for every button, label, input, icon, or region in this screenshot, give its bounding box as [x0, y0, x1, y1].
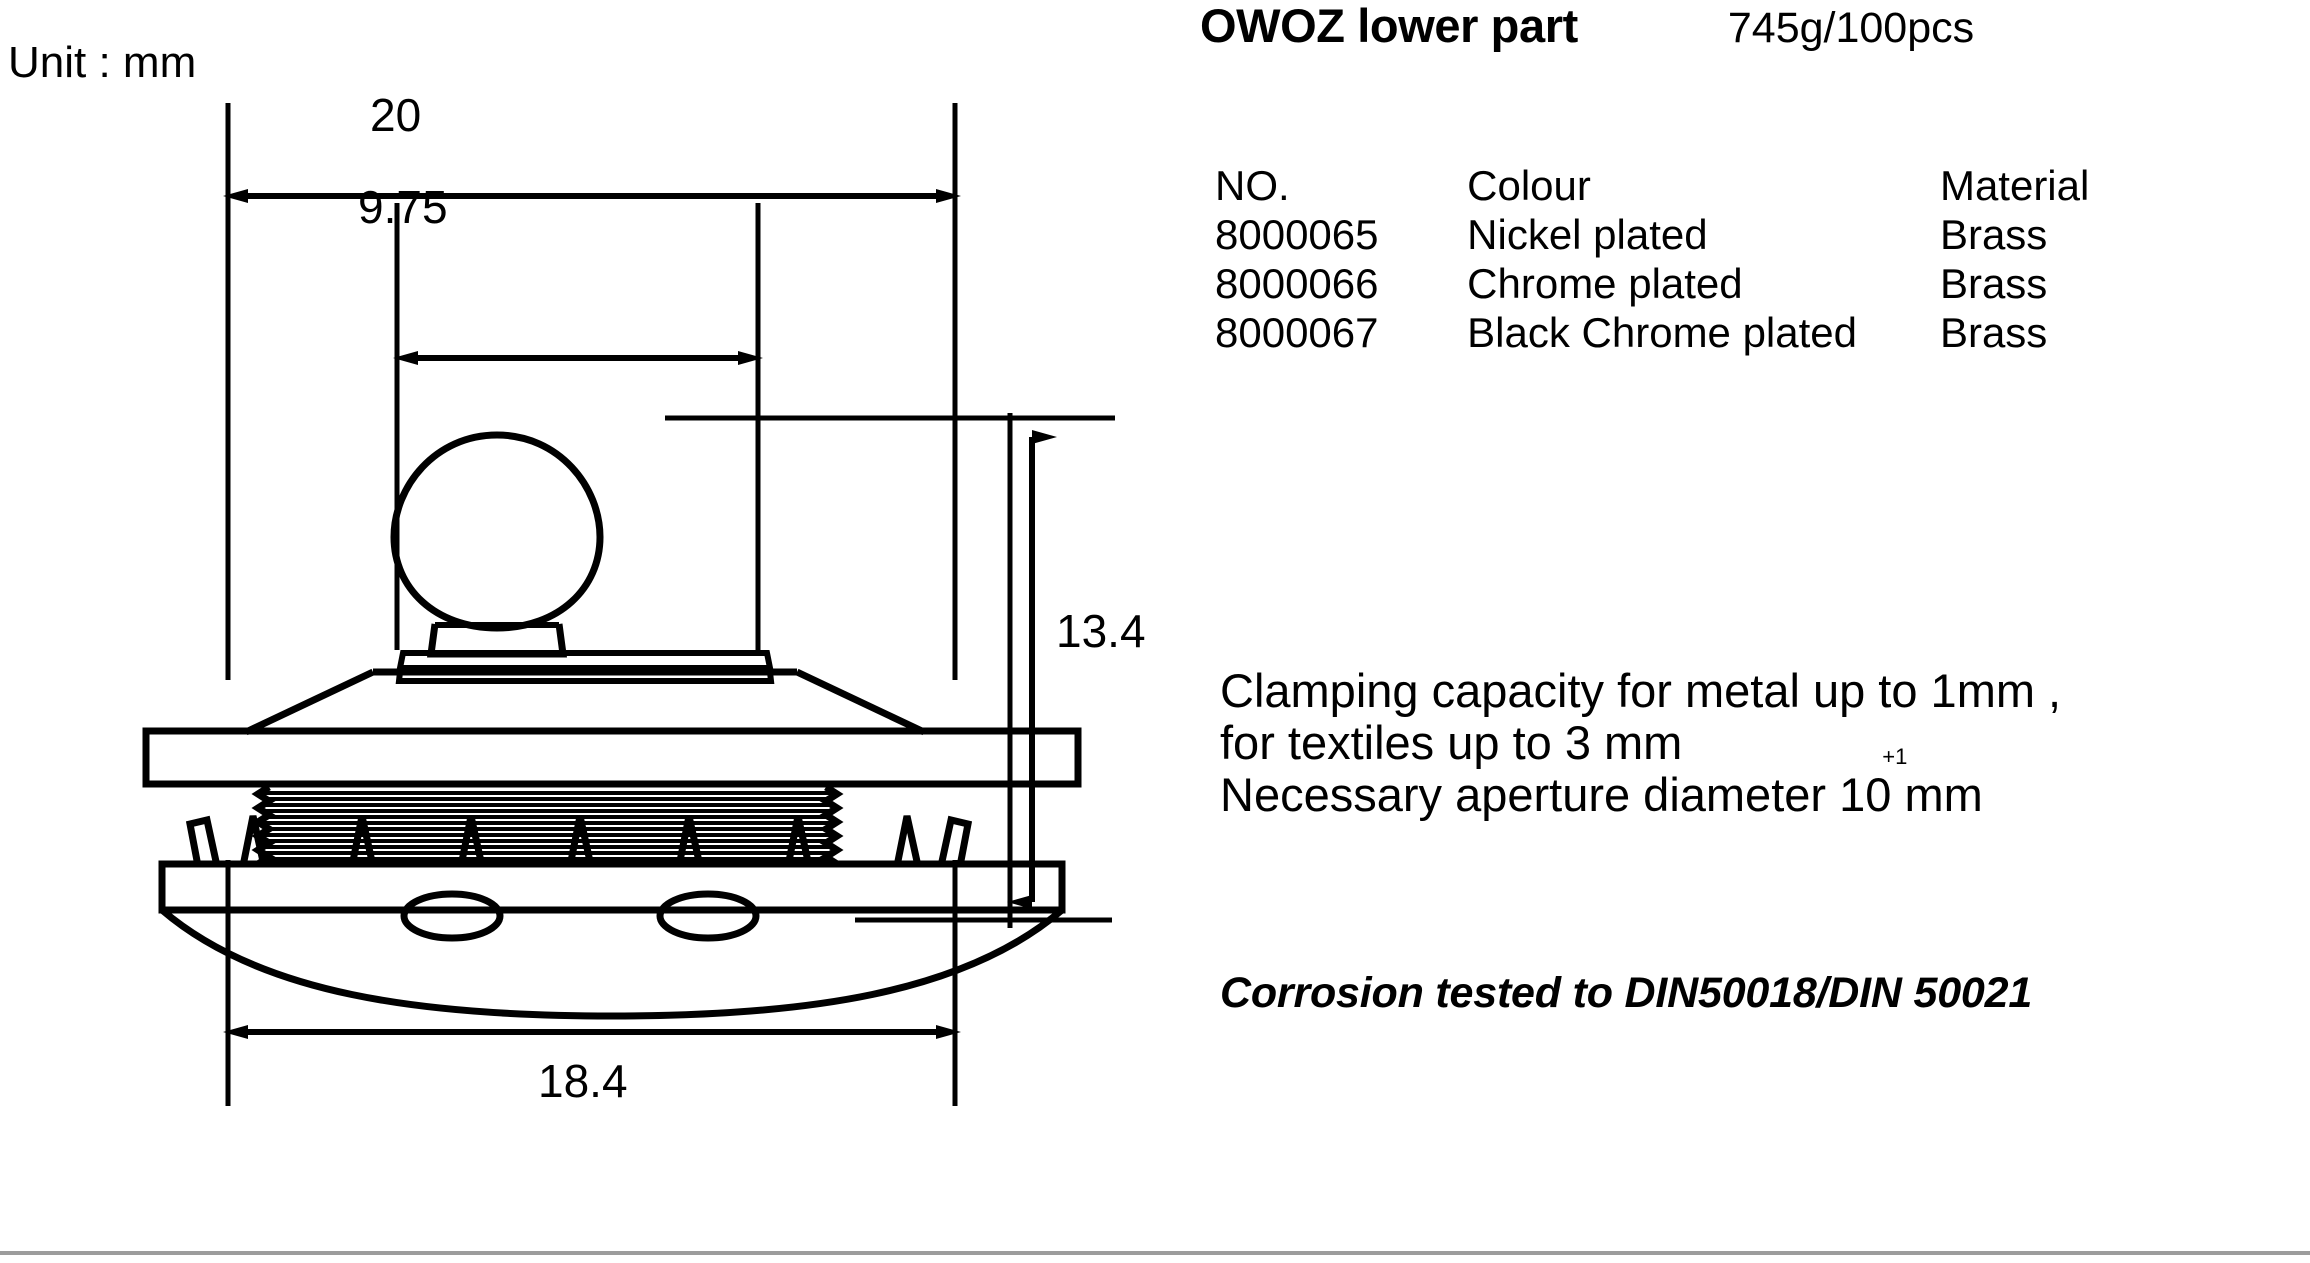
cell-no: 8000067 [1215, 309, 1379, 356]
table-header-row: NO. Colour Material [1215, 165, 2245, 214]
part-cross-section-drawing [142, 103, 1115, 1106]
cell-material: Brass [1939, 309, 2048, 356]
bottom-divider [0, 1251, 2310, 1255]
washer-dimple-left [400, 890, 504, 942]
clamping-note-line-1: Clamping capacity for metal up to 1mm , [1220, 664, 2062, 717]
cell-material: Brass [1939, 211, 2048, 258]
cell-no: 8000066 [1215, 260, 1379, 307]
dimension-label-base-width: 18.4 [538, 1055, 628, 1107]
cell-colour: Nickel plated [1467, 211, 1708, 258]
page-title: OWOZ lower part [1200, 0, 1578, 52]
prong-teeth [185, 815, 973, 867]
cell-no: 8000065 [1215, 211, 1379, 258]
table-row: 8000065 Nickel plated Brass [1215, 214, 2245, 263]
washer-dimple-right [656, 890, 760, 942]
aperture-note-suffix: mm [1891, 767, 1983, 821]
unit-label: Unit : mm [8, 38, 197, 87]
aperture-tolerance-group: 0+1 [1865, 745, 1907, 821]
extension-lines [225, 103, 1115, 1106]
column-header-material: Material [1939, 162, 2090, 209]
title-row: OWOZ lower part 745g/100pcs [1200, 0, 2260, 53]
cell-colour: Black Chrome plated [1467, 309, 1858, 356]
flange-rim [142, 727, 1082, 788]
ball-head [390, 431, 604, 632]
threaded-shaft [263, 791, 832, 861]
dimension-arrows [223, 189, 1057, 1039]
aperture-digit: 0 [1865, 767, 1892, 821]
table-row: 8000066 Chrome plated Brass [1215, 263, 2245, 312]
dimension-label-overall-width: 20 [370, 89, 422, 141]
column-header-no: NO. [1215, 162, 1290, 209]
cell-colour: Chrome plated [1467, 260, 1743, 307]
aperture-note-prefix: Necessary aperture diameter 1 [1220, 767, 1866, 821]
drawing-panel: Unit : mm [0, 0, 1150, 1200]
clamping-notes: Clamping capacity for metal up to 1mm , … [1220, 667, 2310, 823]
prong-plate [158, 860, 1066, 914]
clamping-note-line-3: Necessary aperture diameter 10+1 mm [1220, 745, 2310, 821]
flange-chamfer [244, 668, 375, 736]
washer-dome [159, 907, 1065, 1020]
column-header-colour: Colour [1467, 162, 1591, 209]
product-variants-table: NO. Colour Material 8000065 Nickel plate… [1215, 165, 2245, 361]
info-panel: OWOZ lower part 745g/100pcs NO. Colour M… [1150, 0, 2310, 1200]
clamping-note-line-2: for textiles up to 3 mm [1220, 715, 1683, 769]
aperture-tolerance-value: +1 [1882, 743, 1908, 769]
dimension-label-overall-height: 13.4 [1056, 605, 1146, 657]
thread-profile-right [819, 784, 844, 867]
dimension-label-head-width: 9.75 [358, 181, 448, 233]
cell-material: Brass [1939, 260, 2048, 307]
table-row: 8000067 Black Chrome plated Brass [1215, 312, 2245, 361]
weight-spec: 745g/100pcs [1727, 4, 1975, 52]
corrosion-test-note: Corrosion tested to DIN50018/DIN 50021 [1220, 969, 2033, 1017]
